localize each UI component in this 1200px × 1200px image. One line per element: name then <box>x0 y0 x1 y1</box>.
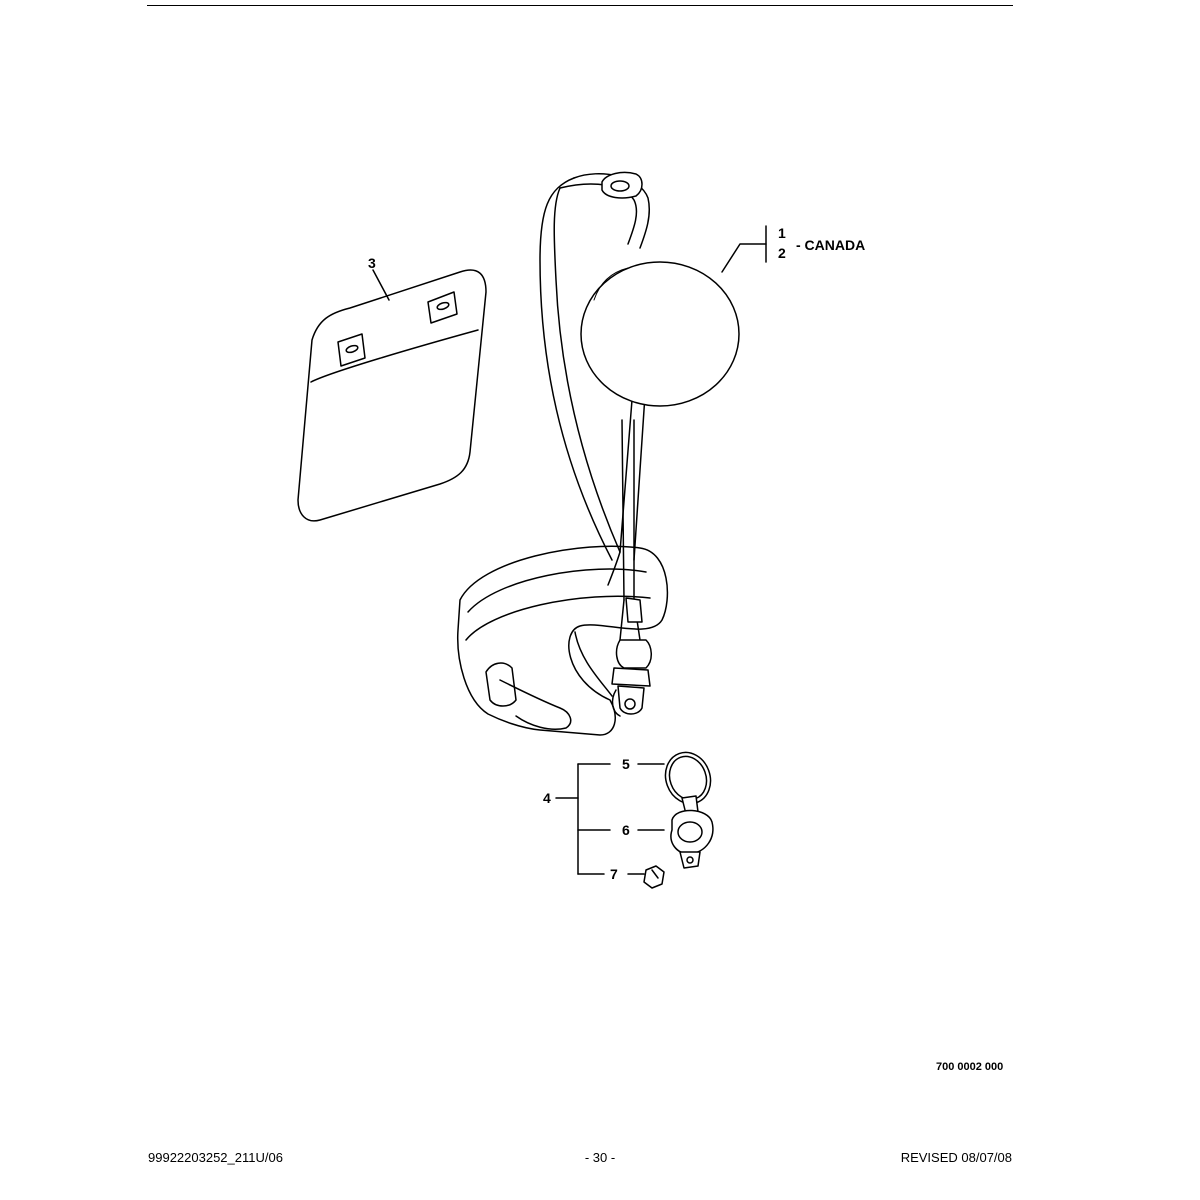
part-7-screw <box>643 865 665 889</box>
callout-2: 2 <box>778 245 786 261</box>
callout-6: 6 <box>622 822 630 838</box>
callout-5: 5 <box>622 756 630 772</box>
part-3-pad <box>297 269 487 522</box>
footer-revised: REVISED 08/07/08 <box>900 1150 1012 1165</box>
leader-1-2 <box>721 243 767 273</box>
part-1-harness <box>457 171 740 736</box>
callout-7: 7 <box>610 866 618 882</box>
callout-canada: - CANADA <box>796 237 865 253</box>
callout-4: 4 <box>543 790 551 806</box>
part-4-assembly <box>555 751 714 889</box>
footer-doc-id: 99922203252_211U/06 <box>148 1150 283 1165</box>
top-rule <box>147 5 1013 6</box>
drawing-number: 700 0002 000 <box>936 1061 1004 1073</box>
callout-1: 1 <box>778 225 786 241</box>
callout-3: 3 <box>368 255 376 271</box>
leader-3 <box>372 269 390 301</box>
footer-page-number: - 30 - <box>584 1150 616 1165</box>
part-6-clamp <box>670 795 714 869</box>
